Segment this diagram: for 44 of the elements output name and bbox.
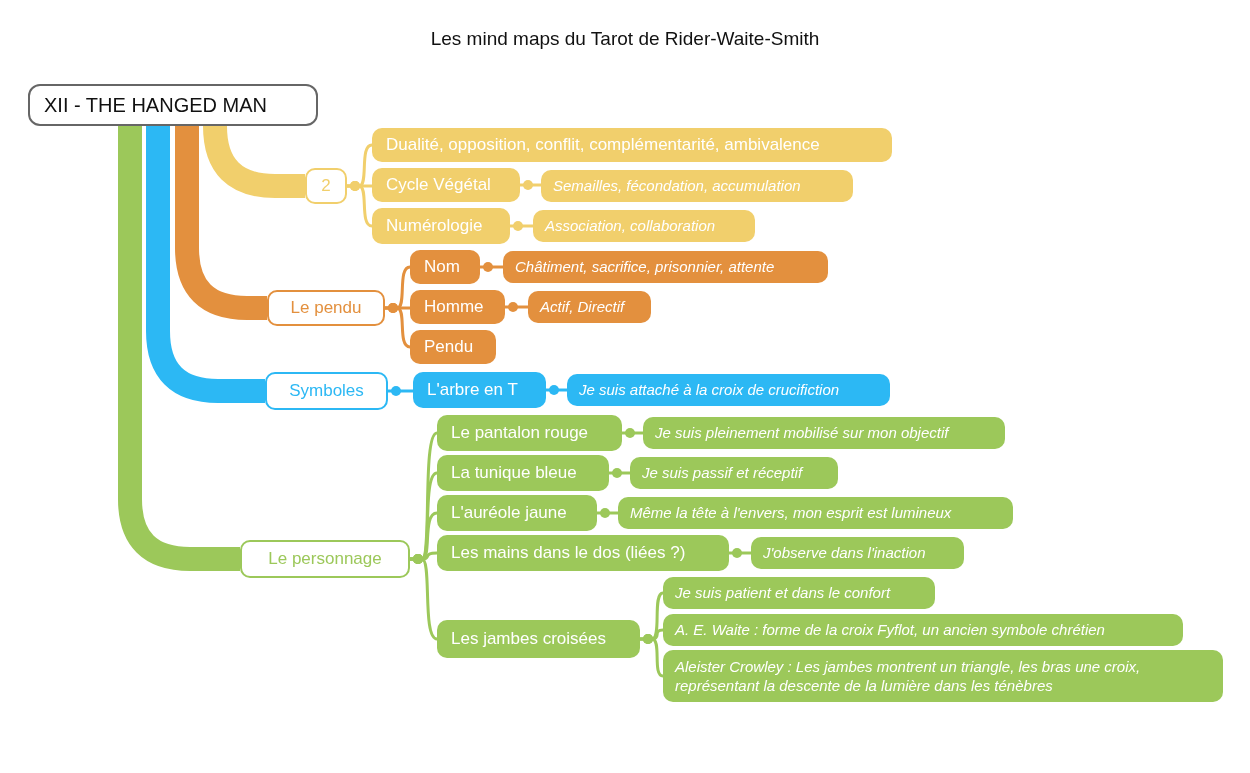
connector-line — [505, 302, 528, 312]
connector-line — [520, 180, 541, 190]
central-topic: XII - THE HANGED MAN — [28, 84, 318, 126]
detail-topic: Même la tête à l'envers, mon esprit est lumineux — [618, 497, 1013, 529]
connector-line — [480, 262, 503, 272]
connector-line — [385, 303, 411, 349]
detail-topic: Semailles, fécondation, accumulation — [541, 170, 853, 202]
connector-line — [388, 386, 413, 396]
connector-line — [410, 554, 438, 641]
subtopic: Pendu — [410, 330, 496, 364]
branch-topic: Symboles — [265, 372, 388, 410]
title: Les mind maps du Tarot de Rider-Waite-Smith — [429, 28, 821, 50]
subtopic: Homme — [410, 290, 505, 324]
branch-topic: Le pendu — [267, 290, 385, 326]
subtopic: Cycle Végétal — [372, 168, 520, 202]
subtopic: Nom — [410, 250, 480, 284]
connector-line — [510, 221, 533, 231]
branch-topic: Le personnage — [240, 540, 410, 578]
subtopic: Numérologie — [372, 208, 510, 244]
subtopic: L'arbre en T — [413, 372, 546, 408]
subtopic: L'auréole jaune — [437, 495, 597, 531]
detail-topic: A. E. Waite : forme de la croix Fyflot, un ancien symbole chrétien — [663, 614, 1183, 646]
subtopic: Dualité, opposition, conflit, complémentarité, ambivalence — [372, 128, 892, 162]
detail-topic: Association, collaboration — [533, 210, 755, 242]
connector-line — [609, 468, 630, 478]
subtopic: Le pantalon rouge — [437, 415, 622, 451]
detail-topic: Actif, Directif — [528, 291, 651, 323]
detail-topic: Je suis patient et dans le confort — [663, 577, 935, 609]
connector-line — [597, 508, 618, 518]
branch-topic: 2 — [305, 168, 347, 204]
detail-topic: Châtiment, sacrifice, prisonnier, attente — [503, 251, 828, 283]
subtopic: Les jambes croisées — [437, 620, 640, 658]
subtopic: La tunique bleue — [437, 455, 609, 491]
connector-line — [729, 548, 751, 558]
subtopic: Les mains dans le dos (liées ?) — [437, 535, 729, 571]
connector-line — [546, 385, 567, 395]
detail-topic: J'observe dans l'inaction — [751, 537, 964, 569]
connector-line — [347, 181, 373, 228]
connector-line — [622, 428, 643, 438]
detail-topic: Je suis attaché à la croix de crucifiction — [567, 374, 890, 406]
detail-topic: Je suis passif et réceptif — [630, 457, 838, 489]
connector-line — [640, 634, 664, 678]
detail-topic: Aleister Crowley : Les jambes montrent un triangle, les bras une croix, représentant la descente de la lumière dans les ténèbres — [663, 650, 1223, 702]
detail-topic: Je suis pleinement mobilisé sur mon objectif — [643, 417, 1005, 449]
